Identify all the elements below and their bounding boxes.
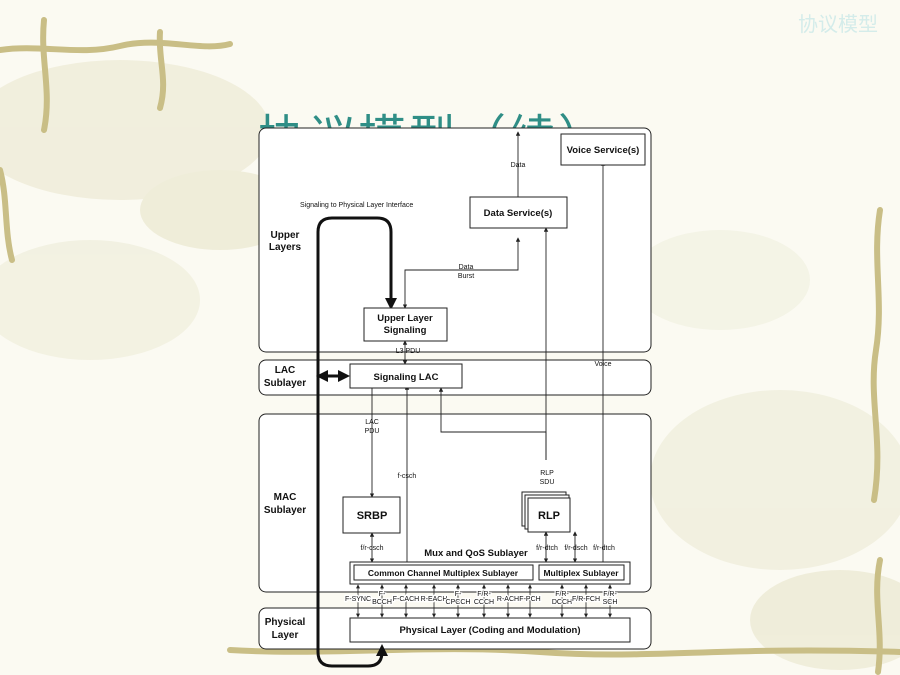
channel-label: CCCH (474, 599, 494, 606)
signaling-lac-text: Signaling LAC (374, 372, 439, 383)
multiplex-sublayer-box (538, 564, 625, 581)
l3-pdu-label: L3 PDU (396, 348, 421, 355)
lac-pdu-label: LAC (365, 419, 379, 426)
rlp-box (527, 497, 571, 533)
signaling-interface-label: Signaling to Physical Layer Interface (300, 202, 413, 209)
voice-service-box (560, 133, 646, 166)
corner-title: 协议模型 (798, 12, 878, 36)
lac-label-2: Sublayer (264, 378, 306, 389)
srbp-text: SRBP (357, 510, 388, 522)
channel-label: DCCH (552, 599, 572, 606)
upper-layer-signaling-box (363, 307, 448, 342)
channel-label: F-CACH (393, 596, 419, 603)
physical-label-2: Layer (272, 630, 299, 641)
srbp-box (342, 496, 401, 534)
rlp-sdu-label-2: SDU (540, 479, 555, 486)
channel-label: R-EACH (421, 596, 448, 603)
mac-sublayer-panel (258, 413, 652, 593)
channel-label: F-PCH (519, 596, 540, 603)
channel-label: F- (455, 591, 462, 598)
mac-label-2: Sublayer (264, 505, 306, 516)
physical-layer-box (349, 617, 631, 643)
upper-layer-signaling-text-2: Signaling (384, 325, 427, 336)
fr-dtch-label-1: f/r-dtch (536, 545, 558, 552)
channel-label: CPCCH (446, 599, 471, 606)
rlp-text: RLP (538, 510, 560, 522)
signaling-lac-box (349, 363, 463, 389)
channel-label: F/R- (555, 591, 569, 598)
upper-layers-label-2: Layers (269, 242, 302, 253)
channel-label: F- (379, 591, 386, 598)
multiplex-sublayer-text: Multiplex Sublayer (543, 568, 619, 578)
voice-label: Voice (594, 361, 611, 368)
mux-qos-title: Mux and QoS Sublayer (424, 548, 528, 559)
rlp-sdu-label: RLP (540, 470, 554, 477)
voice-service-text: Voice Service(s) (567, 145, 640, 156)
f-csch-label: f-csch (398, 473, 417, 480)
channel-label: BCCH (372, 599, 392, 606)
channel-label: F-SYNC (345, 596, 371, 603)
channel-label: SCH (603, 599, 618, 606)
fr-dsch-label: f/r-dsch (564, 545, 587, 552)
upper-layers-label: Upper (271, 230, 300, 241)
data-service-box (469, 196, 568, 229)
channel-label: R-ACH (497, 596, 519, 603)
physical-layer-text: Physical Layer (Coding and Modulation) (399, 625, 580, 636)
common-channel-mux-box (353, 564, 534, 581)
lac-pdu-label-2: PDU (365, 428, 380, 435)
data-burst-label-2: Burst (458, 273, 474, 280)
fr-csch-label: f/r-csch (361, 545, 384, 552)
physical-label: Physical (265, 617, 306, 628)
channel-label: F/R- (477, 591, 491, 598)
data-label: Data (511, 162, 526, 169)
lac-label: LAC (275, 365, 296, 376)
upper-layer-signaling-text: Upper Layer (377, 313, 433, 324)
data-service-text: Data Service(s) (484, 208, 553, 219)
fr-dtch-label-2: f/r-dtch (593, 545, 615, 552)
channel-label: F/R-FCH (572, 596, 600, 603)
common-channel-mux-text: Common Channel Multiplex Sublayer (368, 568, 519, 578)
mac-label: MAC (274, 492, 297, 503)
data-burst-label: Data (459, 264, 474, 271)
channel-label: F/R- (603, 591, 617, 598)
